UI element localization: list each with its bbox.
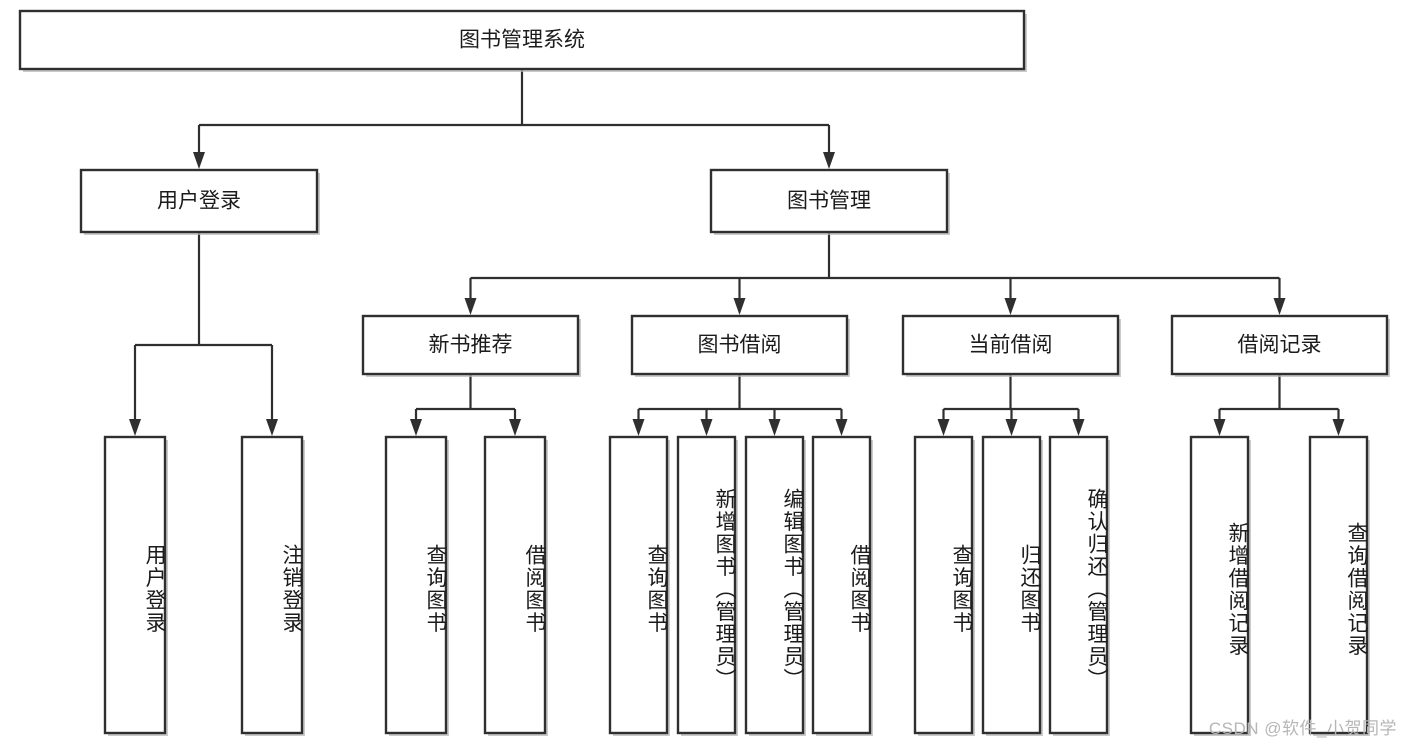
edges-layer [129, 69, 1345, 436]
node-user-login[interactable]: 用户登录 [79, 168, 320, 235]
node-leaf-query-book-cur[interactable] [913, 435, 975, 736]
node-label: 当前借阅 [969, 334, 1053, 357]
node-leaf-borrow-book-rec[interactable] [483, 435, 548, 736]
node-current-borrow[interactable]: 当前借阅 [901, 314, 1121, 377]
node-box[interactable] [18, 9, 1026, 71]
node-book-manage[interactable]: 图书管理 [709, 168, 950, 235]
node-label: 借阅记录 [1238, 334, 1322, 357]
node-leaf-query-book-rec[interactable] [384, 435, 449, 736]
node-new-book-rec[interactable]: 新书推荐 [361, 314, 581, 377]
node-box[interactable] [103, 435, 167, 735]
node-box[interactable] [483, 435, 547, 735]
node-box[interactable] [79, 168, 319, 234]
node-root[interactable]: 图书管理系统 [18, 9, 1027, 72]
node-label: 图书管理 [787, 190, 871, 213]
node-leaf-logout-login[interactable] [240, 435, 305, 736]
node-leaf-user-login[interactable] [103, 435, 168, 736]
node-box[interactable] [981, 435, 1042, 735]
node-leaf-query-book-borrow[interactable] [608, 435, 670, 736]
node-box[interactable] [1048, 435, 1109, 735]
node-box[interactable] [913, 435, 974, 735]
node-leaf-return-book[interactable] [981, 435, 1043, 736]
node-leaf-edit-book[interactable] [744, 435, 806, 736]
node-label: 新书推荐 [429, 334, 513, 357]
node-label: 用户登录 [157, 190, 241, 213]
node-leaf-query-record[interactable] [1308, 435, 1370, 736]
node-box[interactable] [1170, 314, 1389, 376]
node-leaf-confirm-return[interactable] [1048, 435, 1110, 736]
node-borrow-record[interactable]: 借阅记录 [1170, 314, 1390, 377]
node-box[interactable] [361, 314, 580, 376]
node-leaf-add-record[interactable] [1189, 435, 1251, 736]
node-label: 图书管理系统 [459, 29, 585, 52]
node-box[interactable] [240, 435, 304, 735]
node-box[interactable] [1189, 435, 1250, 735]
node-box[interactable] [608, 435, 669, 735]
node-box[interactable] [630, 314, 849, 376]
node-box[interactable] [744, 435, 805, 735]
node-book-borrow[interactable]: 图书借阅 [630, 314, 850, 377]
node-box[interactable] [811, 435, 872, 735]
node-label: 图书借阅 [698, 334, 782, 357]
node-box[interactable] [709, 168, 949, 234]
node-box[interactable] [1308, 435, 1369, 735]
node-box[interactable] [901, 314, 1120, 376]
node-box[interactable] [676, 435, 737, 735]
watermark: CSDN @软件_小贺同学 [1208, 719, 1397, 738]
node-box[interactable] [384, 435, 448, 735]
node-leaf-borrow-book[interactable] [811, 435, 873, 736]
node-leaf-add-book[interactable] [676, 435, 738, 736]
